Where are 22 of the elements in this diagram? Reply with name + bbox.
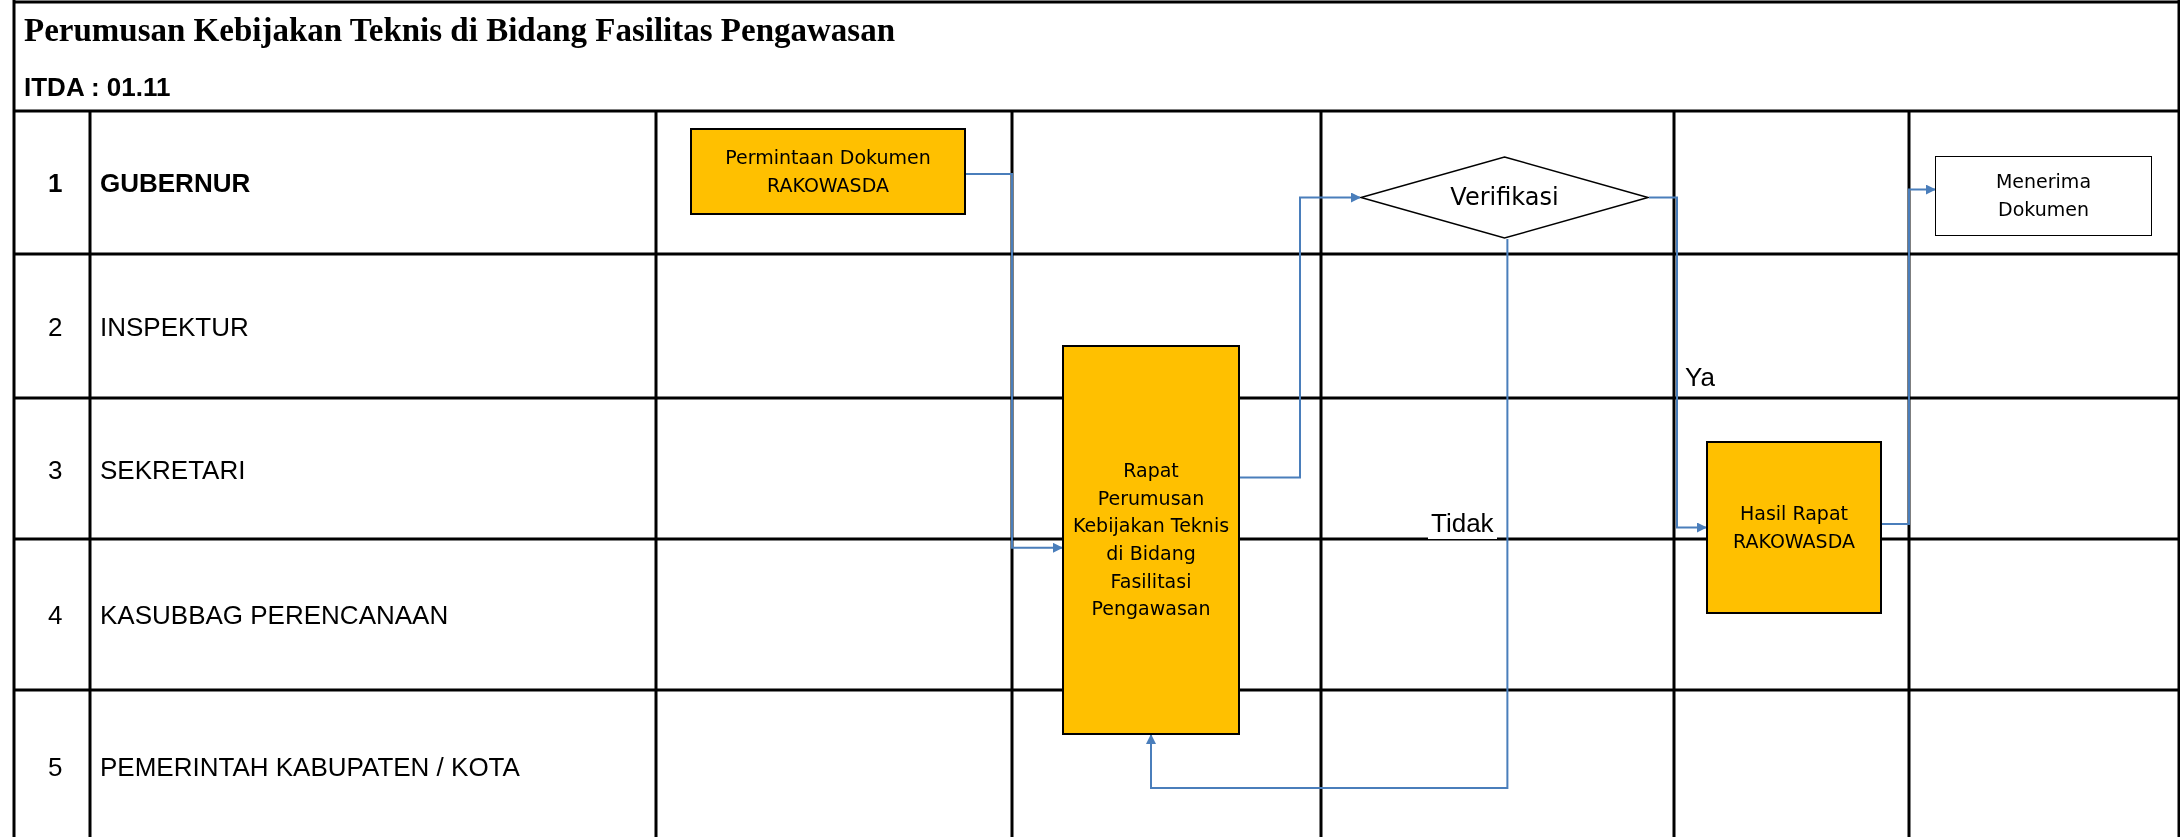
lane-name: PEMERINTAH KABUPATEN / KOTA [100,752,520,783]
row-number: 3 [48,455,63,486]
table-code: ITDA : 01.11 [24,72,171,103]
lane-name: KASUBBAG PERENCANAAN [100,600,449,631]
arrow [1239,192,1361,479]
decision-diamond: Verifikasi [1360,156,1649,239]
row-number: 4 [48,600,63,631]
arrow [1881,184,1936,526]
arrow [965,173,1063,553]
lane-name: GUBERNUR [100,168,251,199]
arrow [1146,238,1509,789]
lane-name: SEKRETARI [100,455,246,486]
process-box: Hasil Rapat RAKOWASDA [1706,441,1882,614]
row-number: 1 [48,168,63,199]
process-box: Rapat Perumusan Kebijakan Teknis di Bidang Fasilitasi Pengawasan [1062,345,1240,735]
diagram-title: Perumusan Kebijakan Teknis di Bidang Fasilitas Pengawasan [24,12,896,49]
arrow [1648,196,1707,533]
lane-name: INSPEKTUR [100,312,249,343]
row-number: 5 [48,752,63,783]
process-box: Permintaan Dokumen RAKOWASDA [690,128,966,215]
row-number: 2 [48,312,63,343]
document-box: Menerima Dokumen [1935,156,2152,236]
